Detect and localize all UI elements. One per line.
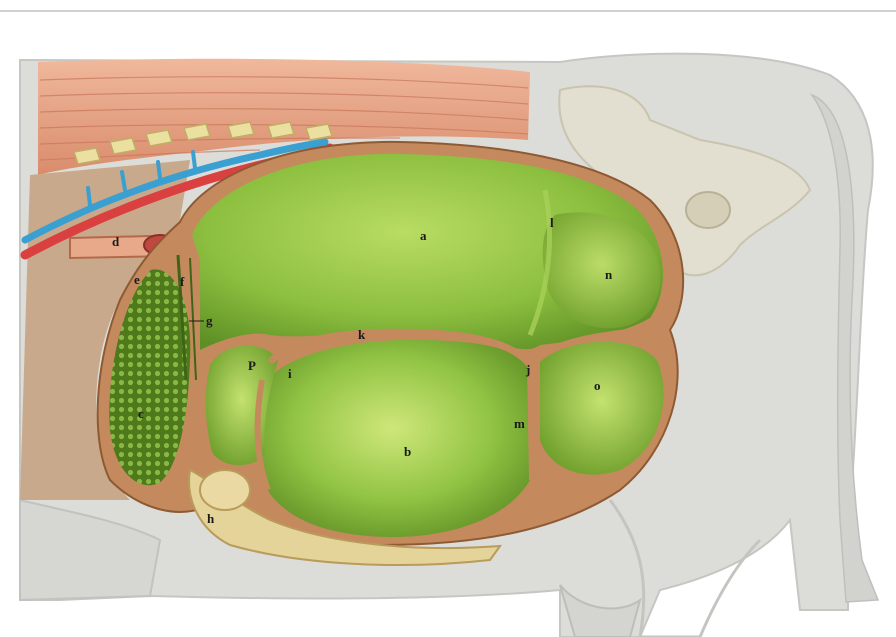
label-k: k — [358, 327, 366, 342]
label-l: l — [550, 215, 554, 230]
hip-socket — [686, 192, 730, 228]
ventral-fat-lobe — [200, 470, 250, 510]
label-a: a — [420, 228, 427, 243]
label-f: f — [180, 274, 185, 289]
label-i: i — [288, 366, 292, 381]
caudal-pillar — [530, 362, 532, 480]
label-e: e — [134, 272, 140, 287]
label-p: P — [248, 358, 256, 373]
label-d: d — [112, 234, 120, 249]
label-n: n — [605, 267, 613, 282]
ventral-rumen-sac — [255, 340, 531, 537]
label-m: m — [514, 416, 525, 431]
label-o: o — [594, 378, 601, 393]
label-c: c — [138, 406, 144, 421]
label-h: h — [207, 511, 215, 526]
label-b: b — [404, 444, 411, 459]
label-g: g — [206, 313, 213, 328]
label-j: j — [525, 362, 530, 377]
